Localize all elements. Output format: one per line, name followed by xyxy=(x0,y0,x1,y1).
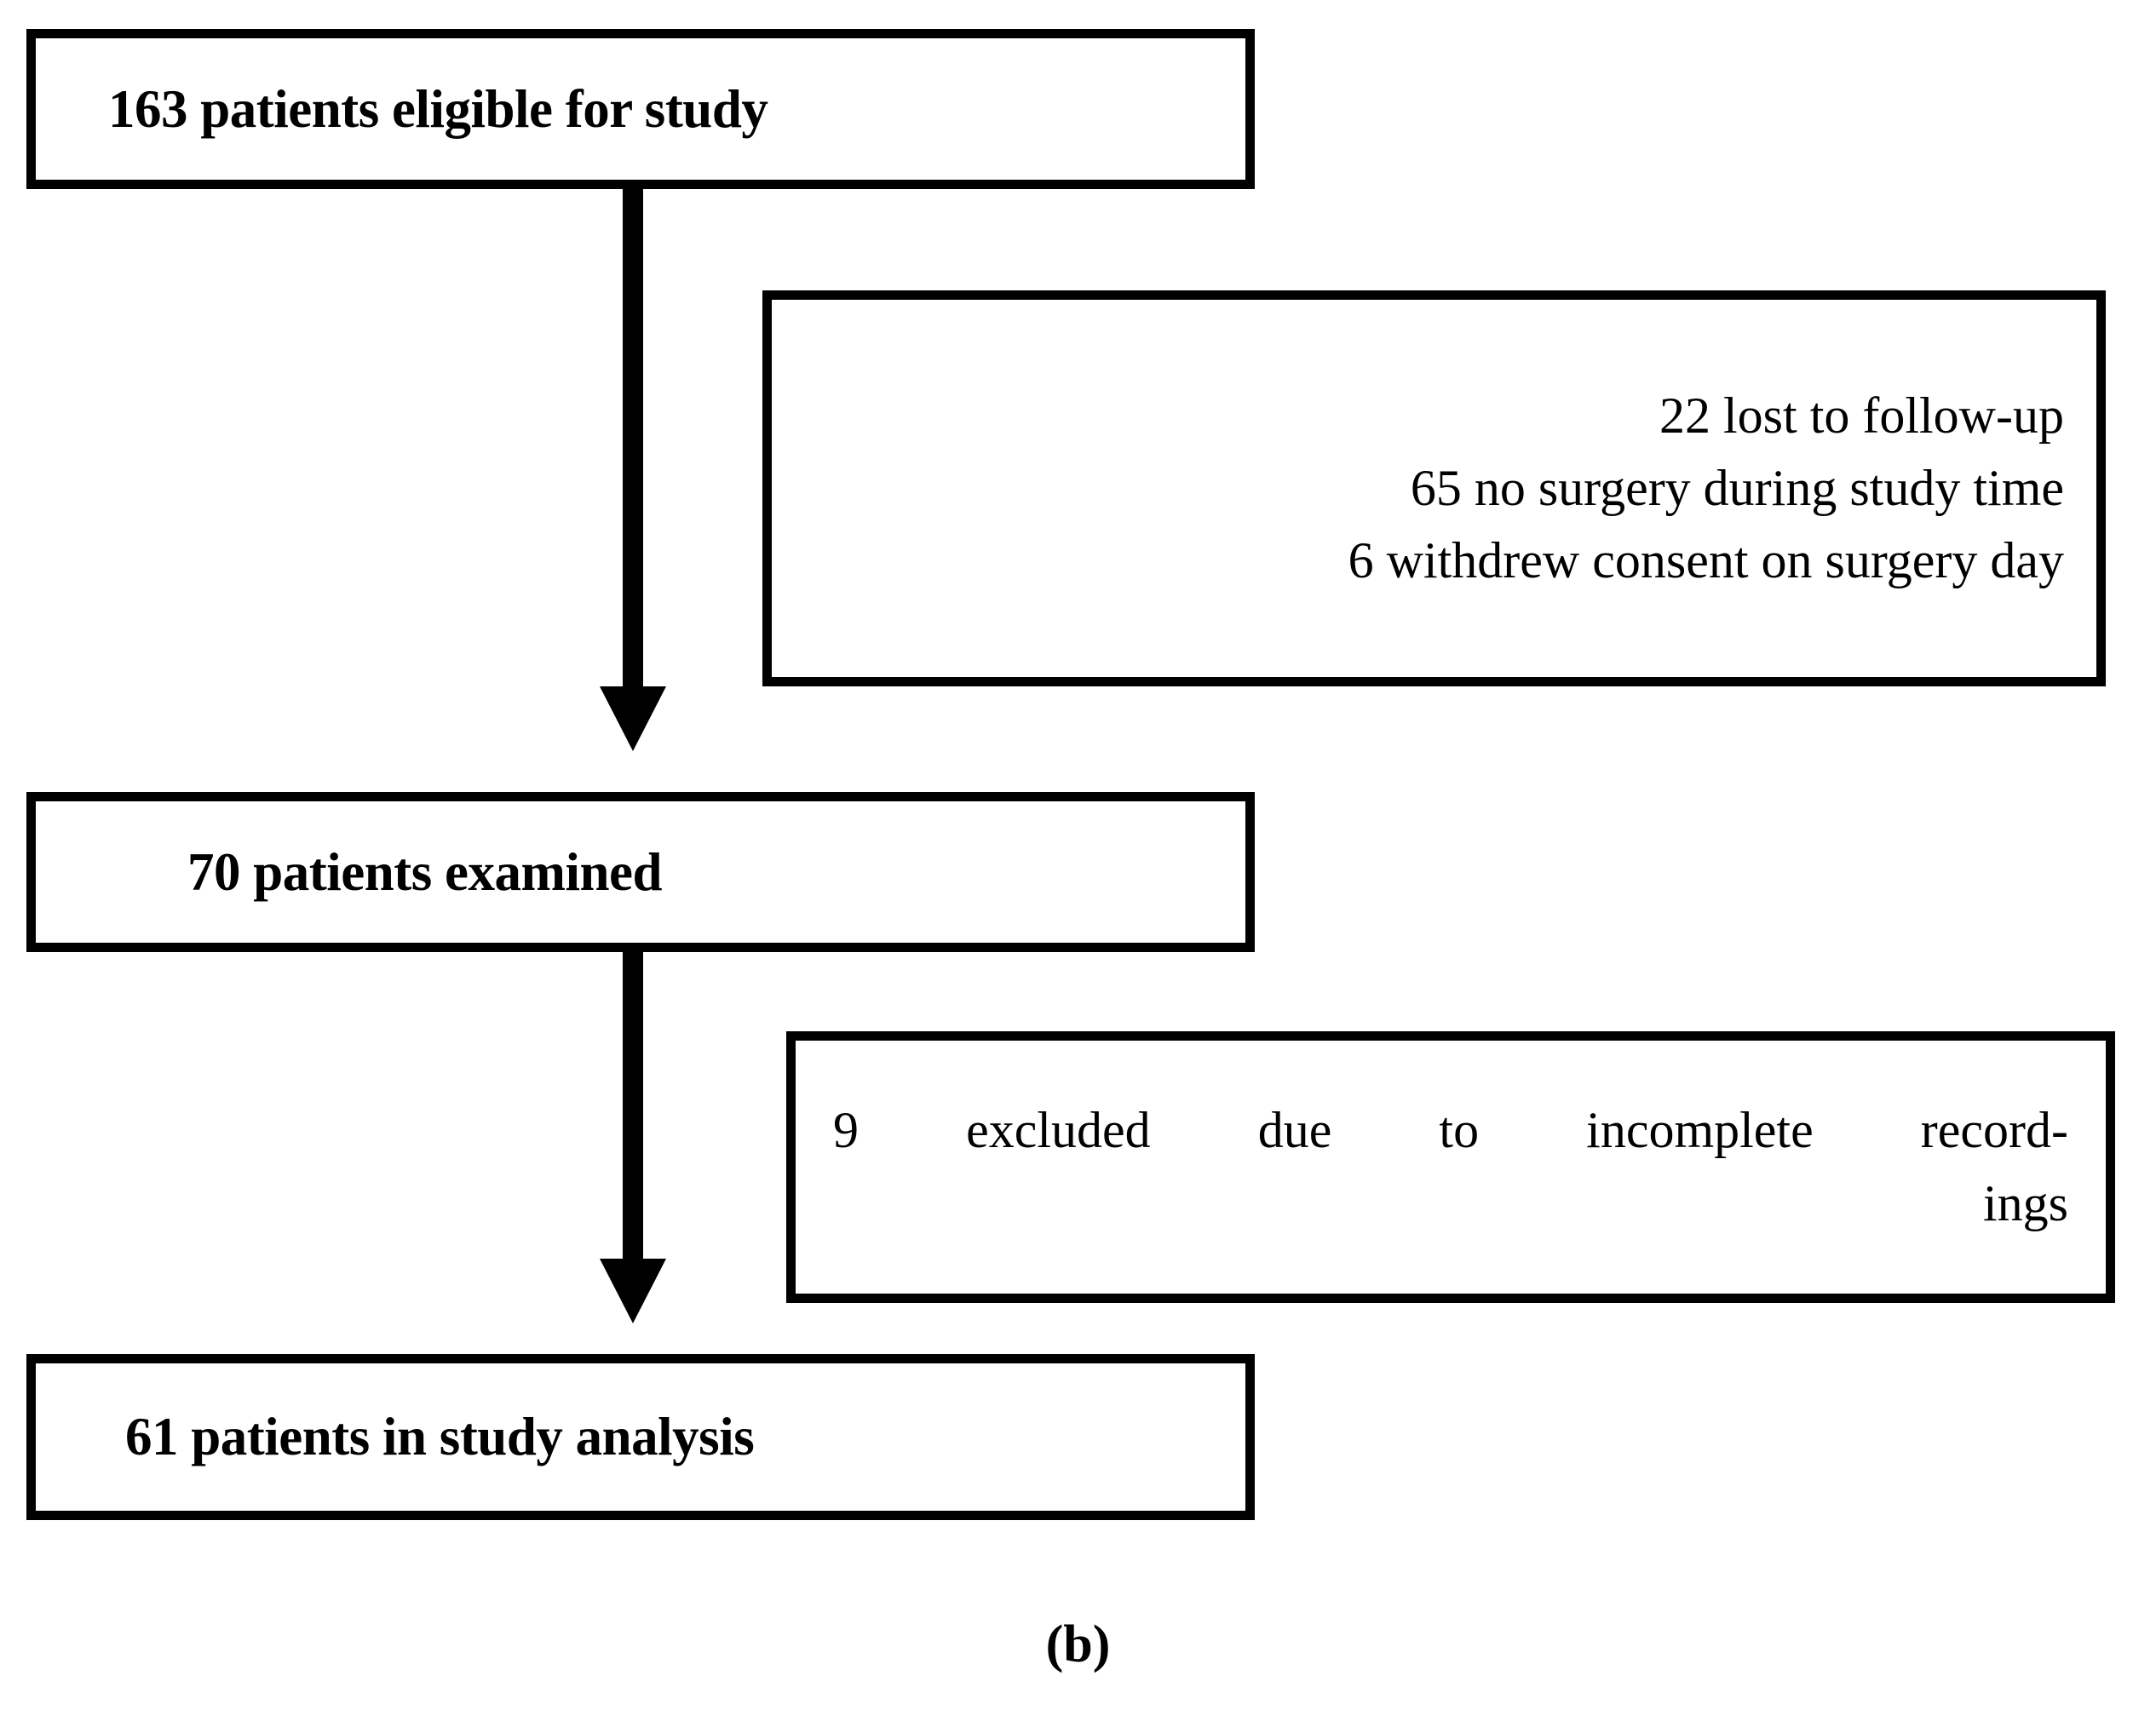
arrow-shaft xyxy=(623,947,643,1262)
figure-caption: (b) xyxy=(1045,1615,1111,1673)
exclusion-list-1: 22 lost to follow-up 65 no surgery durin… xyxy=(772,380,2096,598)
exclusion-list-2: 9 excluded due to incomplete record- ing… xyxy=(796,1094,2106,1239)
exclusion-line: ings xyxy=(1982,1174,2068,1231)
arrow-head xyxy=(600,686,666,751)
arrow-head xyxy=(600,1259,666,1323)
flow-node-examined-label: 70 patients examined xyxy=(187,841,663,902)
exclusion-box-after-eligible: 22 lost to follow-up 65 no surgery durin… xyxy=(762,290,2106,686)
flow-node-eligible-label: 163 patients eligible for study xyxy=(108,78,768,139)
flow-node-eligible: 163 patients eligible for study xyxy=(26,29,1255,189)
arrow-shaft xyxy=(623,184,643,691)
flow-node-examined: 70 patients examined xyxy=(26,792,1255,952)
exclusion-box-after-examined: 9 excluded due to incomplete record- ing… xyxy=(786,1031,2115,1303)
flow-node-analysis-label: 61 patients in study analysis xyxy=(125,1407,755,1467)
exclusion-line: 22 lost to follow-up xyxy=(1659,387,2064,444)
flow-node-analysis: 61 patients in study analysis xyxy=(26,1354,1255,1520)
exclusion-line: 65 no surgery during study time xyxy=(1410,459,2064,516)
exclusion-line: 6 withdrew consent on surgery day xyxy=(1348,532,2064,589)
exclusion-line: 9 excluded due to incomplete record- xyxy=(833,1102,2068,1159)
